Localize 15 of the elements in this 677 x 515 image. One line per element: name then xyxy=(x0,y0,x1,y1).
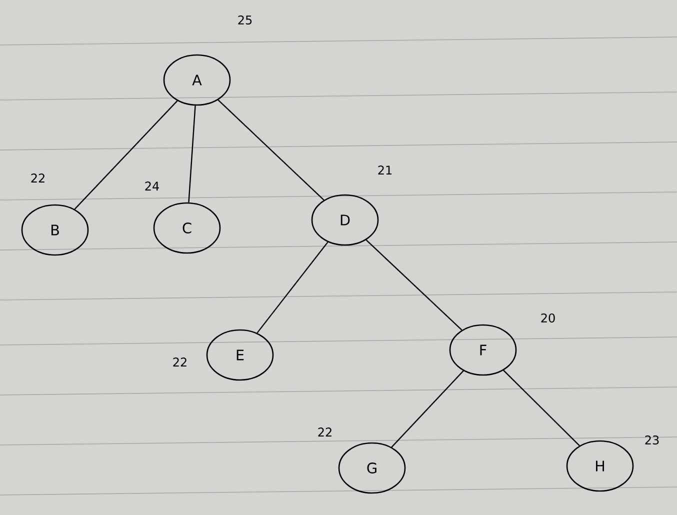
node-value: 22 xyxy=(318,428,332,436)
node-value: 20 xyxy=(541,313,555,323)
tree-edge xyxy=(188,106,196,202)
tree-edge xyxy=(218,100,324,200)
tree-edge xyxy=(366,240,462,330)
tree-edge xyxy=(74,100,178,210)
tree-edge xyxy=(256,242,328,334)
node-value: 23 xyxy=(645,435,659,445)
tree-edge xyxy=(503,370,580,446)
node-value: 25 xyxy=(238,15,252,25)
node-value: 22 xyxy=(31,174,44,182)
node-value: 21 xyxy=(378,166,392,174)
node-value: 22 xyxy=(173,358,186,366)
node-value: 24 xyxy=(145,182,159,190)
tree-edge xyxy=(391,370,464,448)
